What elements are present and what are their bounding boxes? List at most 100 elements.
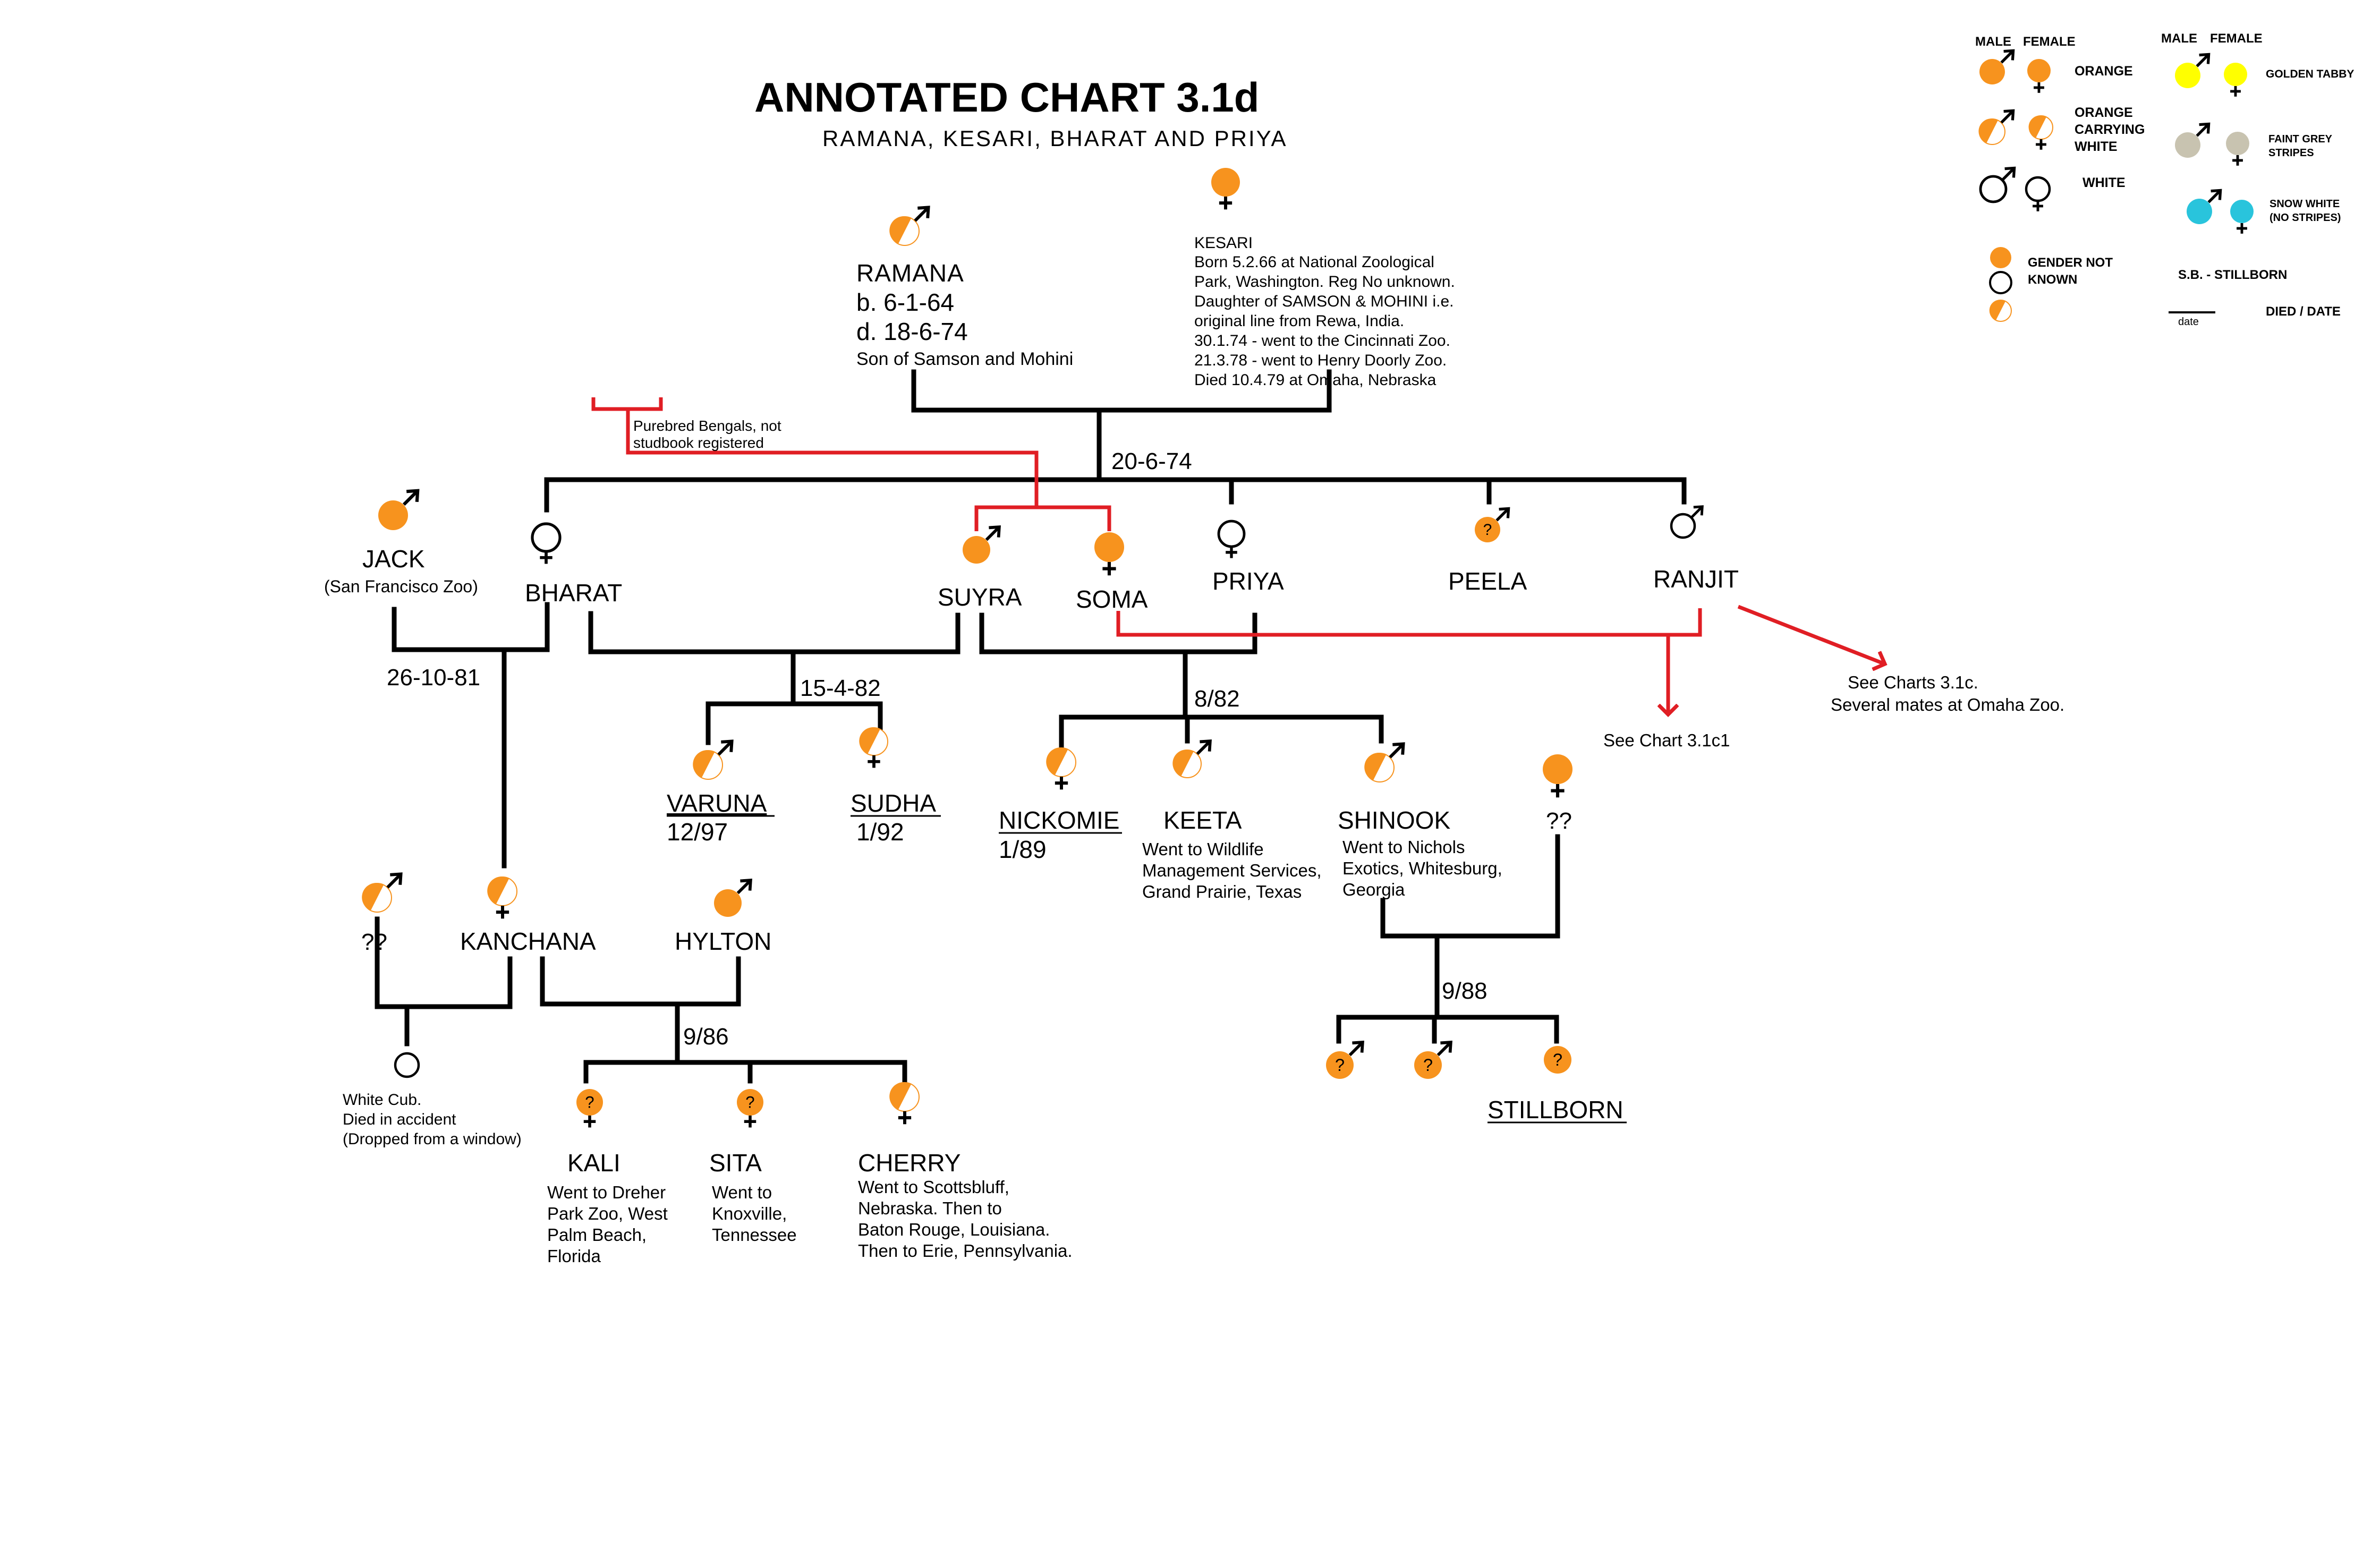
legend-carrying-label-2: CARRYING [2075, 122, 2145, 137]
white-cub-line-3: (Dropped from a window) [343, 1130, 522, 1148]
jack-circle [378, 500, 408, 530]
line-bharat-suyra [588, 611, 960, 654]
legend-gnk-carrying-outline [1990, 300, 2012, 322]
hylton-name: HYLTON [675, 927, 771, 955]
sita-name: SITA [709, 1149, 762, 1177]
cherry-line-1: Went to Scottsbluff, [858, 1177, 1009, 1197]
unknown-male-male-arrowhead [390, 872, 403, 885]
stillborn-male-1-question-mark: ? [1335, 1056, 1345, 1075]
sita-line-1: Went to [712, 1182, 772, 1202]
stillborn-male-2-male-arrowhead [1440, 1041, 1452, 1053]
kali-line-2: Park Zoo, West [547, 1204, 668, 1223]
red-note-lines [591, 397, 1885, 714]
legend-gnk-orange-icon [1990, 247, 2011, 268]
peela-name: PEELA [1448, 567, 1527, 595]
kesari-line-4: original line from Rewa, India. [1194, 312, 1404, 330]
kesari-name: KESARI [1194, 234, 1253, 252]
suyra-icon [963, 525, 1001, 564]
legend-snow-label-1: SNOW WHITE [2270, 198, 2340, 210]
unknown-female-icon [1543, 754, 1572, 798]
stillborn-male-1-icon: ? [1326, 1041, 1364, 1079]
cherry-orange-half [889, 1082, 912, 1110]
kali-line-4: Florida [547, 1246, 601, 1266]
sudha-orange-half [859, 727, 880, 754]
legend-gnk-label-2: KNOWN [2028, 273, 2077, 287]
legend-white-label: WHITE [2082, 175, 2126, 190]
sita-line-3: Tennessee [712, 1225, 797, 1245]
legend-carrying-female-orange-half [2028, 115, 2046, 138]
legend-orange-female-circle [2027, 59, 2051, 82]
sudha-date: 1/92 [856, 818, 904, 846]
peela-male-arrowhead [1499, 507, 1510, 518]
stillborn-unknown-circle [1544, 1046, 1571, 1074]
shinook-male-arrowhead [1392, 742, 1405, 755]
see-charts-3-1c-line-2: Several mates at Omaha Zoo. [1831, 695, 2064, 714]
priya-icon [1217, 520, 1246, 558]
legend-carrying-male-icon [1978, 109, 2015, 145]
legend-golden-female-circle [2224, 63, 2247, 86]
kali-name: KALI [567, 1149, 620, 1177]
see-charts-3-1c-line-1: See Charts 3.1c. [1848, 673, 1978, 692]
keeta-orange-half [1172, 750, 1194, 777]
varuna-male-arrowhead [721, 739, 734, 752]
stillborn-male-1-male-arrowhead [1352, 1041, 1364, 1053]
ramana-birth: b. 6-1-64 [856, 288, 954, 316]
legend-faint-male-male-arrow [2196, 123, 2210, 137]
kesari-block: KESARI Born 5.2.66 at National Zoologica… [1194, 234, 1455, 389]
legend-gnk-carrying-orange-half [1989, 300, 2005, 320]
jack-name: JACK [362, 545, 425, 573]
tiger-symbols: ? ? ? ? ? ? [362, 168, 1704, 1128]
chart-subtitle: RAMANA, KESARI, BHARAT AND PRIYA [822, 126, 1288, 151]
legend-white-female-icon [2025, 176, 2051, 211]
legend-gnk-label-1: GENDER NOT [2028, 256, 2113, 270]
nickomie-name: NICKOMIE [999, 806, 1119, 834]
unknown-male-male-arrow [386, 873, 402, 889]
sita-icon: ? [737, 1089, 763, 1128]
legend-male-header: MALE [1975, 35, 2011, 49]
ranjit-male-arrowhead [1693, 505, 1704, 516]
unknown-male-orange-half [362, 883, 384, 911]
white-cub-circle [394, 1052, 420, 1078]
legend-gnk-carrying-icon [1989, 300, 2012, 322]
keeta-icon [1172, 739, 1212, 778]
purebred-note-2: studbook registered [633, 435, 764, 451]
legend-died-label: DIED / DATE [2266, 304, 2341, 319]
legend-carrying-male-orange-half [1978, 118, 1998, 143]
nickomie-icon [1046, 747, 1076, 790]
varuna-outline [693, 750, 723, 780]
priya-circle [1217, 520, 1246, 548]
legend-orange-label: ORANGE [2075, 64, 2133, 79]
ranjit-icon [1670, 505, 1704, 539]
varuna-male-arrow [717, 740, 733, 756]
line-unknown-kanchana [375, 916, 513, 1009]
line-sp-children [1059, 714, 1384, 748]
peela-question-mark: ? [1483, 521, 1492, 539]
bharat-name: BHARAT [525, 579, 622, 607]
legend-golden-male-circle [2175, 63, 2200, 88]
unknown-female-circle [1543, 754, 1572, 784]
legend-male-header-2: MALE [2161, 31, 2197, 46]
suyra-male-arrowhead [989, 525, 1001, 538]
legend-snow-female-icon [2230, 200, 2254, 234]
sita-question-mark: ? [745, 1093, 754, 1112]
unknown-male-outline [362, 883, 392, 913]
ramana-male-arrow [914, 206, 930, 222]
hylton-male-arrowhead [740, 879, 752, 891]
legend: MALE FEMALE MALE FEMALE ORANGE ORANGE CA… [1975, 31, 2354, 328]
legend-snow-male-icon [2187, 189, 2222, 224]
stillborn-male-1-male-arrow [1348, 1041, 1364, 1057]
unknown-male-name: ?? [361, 929, 387, 955]
ranjit-name: RANJIT [1653, 565, 1739, 593]
kali-circle [576, 1089, 603, 1116]
legend-faint-male-icon [2175, 122, 2211, 158]
shinook-line-3: Georgia [1342, 880, 1405, 899]
kesari-line-3: Daughter of SAMSON & MOHINI i.e. [1194, 293, 1454, 310]
legend-carrying-female-icon [2028, 115, 2053, 150]
keeta-line-3: Grand Prairie, Texas [1142, 882, 1302, 901]
stillborn-unknown-icon: ? [1544, 1046, 1571, 1074]
legend-carrying-male-male-arrow [2000, 109, 2014, 124]
legend-white-female-circle [2025, 176, 2051, 202]
red-arrow-charts-3-1c [1737, 605, 1885, 664]
ramana-block: RAMANA b. 6-1-64 d. 18-6-74 Son of Samso… [856, 259, 1073, 369]
legend-golden-male-male-arrow [2196, 53, 2210, 67]
